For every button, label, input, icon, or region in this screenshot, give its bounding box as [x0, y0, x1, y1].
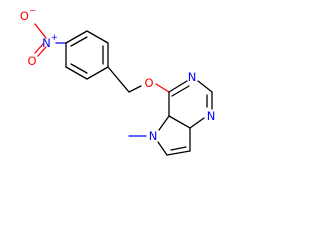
pyrimidine-n1-label: N	[207, 109, 216, 123]
bond-n-o-bottom-2	[34, 43, 44, 54]
bond-ring-ch2	[107, 66, 130, 93]
pyrrole-bond-c6-c7	[166, 150, 191, 156]
nitro-group: O− N+ O	[20, 6, 67, 68]
benzene-inner-bond-3	[70, 63, 88, 74]
benzene-bond-2	[86, 30, 109, 44]
bond-o-pyrimidine	[155, 83, 170, 93]
nitro-n-label: N+	[42, 33, 58, 50]
benzene-bond-5	[65, 66, 88, 80]
pyrimidine-ring: N N	[168, 70, 216, 129]
nitro-o-bottom-label: O	[27, 54, 36, 68]
pyrrole-bond-c6-c7-inner	[170, 146, 187, 151]
pyr-bond-c4-n3-inner	[171, 85, 190, 97]
pyrrole-ring: N	[128, 115, 191, 156]
bond-n-o-bottom-1	[37, 46, 47, 57]
benzene-inner-bond-1	[70, 36, 88, 47]
nitro-o-top-label: O−	[20, 6, 36, 23]
benzene-ring	[65, 30, 109, 80]
molecule-structure: O− N+ O O N N	[20, 6, 216, 156]
pyrrole-bond-n5-c6	[157, 141, 168, 156]
bond-o-n-top	[34, 23, 47, 39]
pyrrole-n-label: N	[149, 129, 158, 143]
benzyloxy-linker: O	[107, 66, 170, 93]
pyrimidine-n3-label: N	[188, 70, 197, 84]
pyr-bond-n1-c7a	[189, 117, 205, 129]
bond-ch2-o	[128, 85, 142, 93]
pyr-bond-n3-c2	[197, 80, 213, 93]
ether-o-label: O	[144, 76, 153, 90]
pyr-bond-c7a-c4a	[168, 115, 191, 129]
pyr-bond-c4-n3	[168, 80, 188, 93]
benzene-bond-1	[65, 30, 88, 44]
pyrrole-bond-c4a-n5	[158, 115, 170, 131]
benzene-bond-4	[86, 66, 109, 80]
